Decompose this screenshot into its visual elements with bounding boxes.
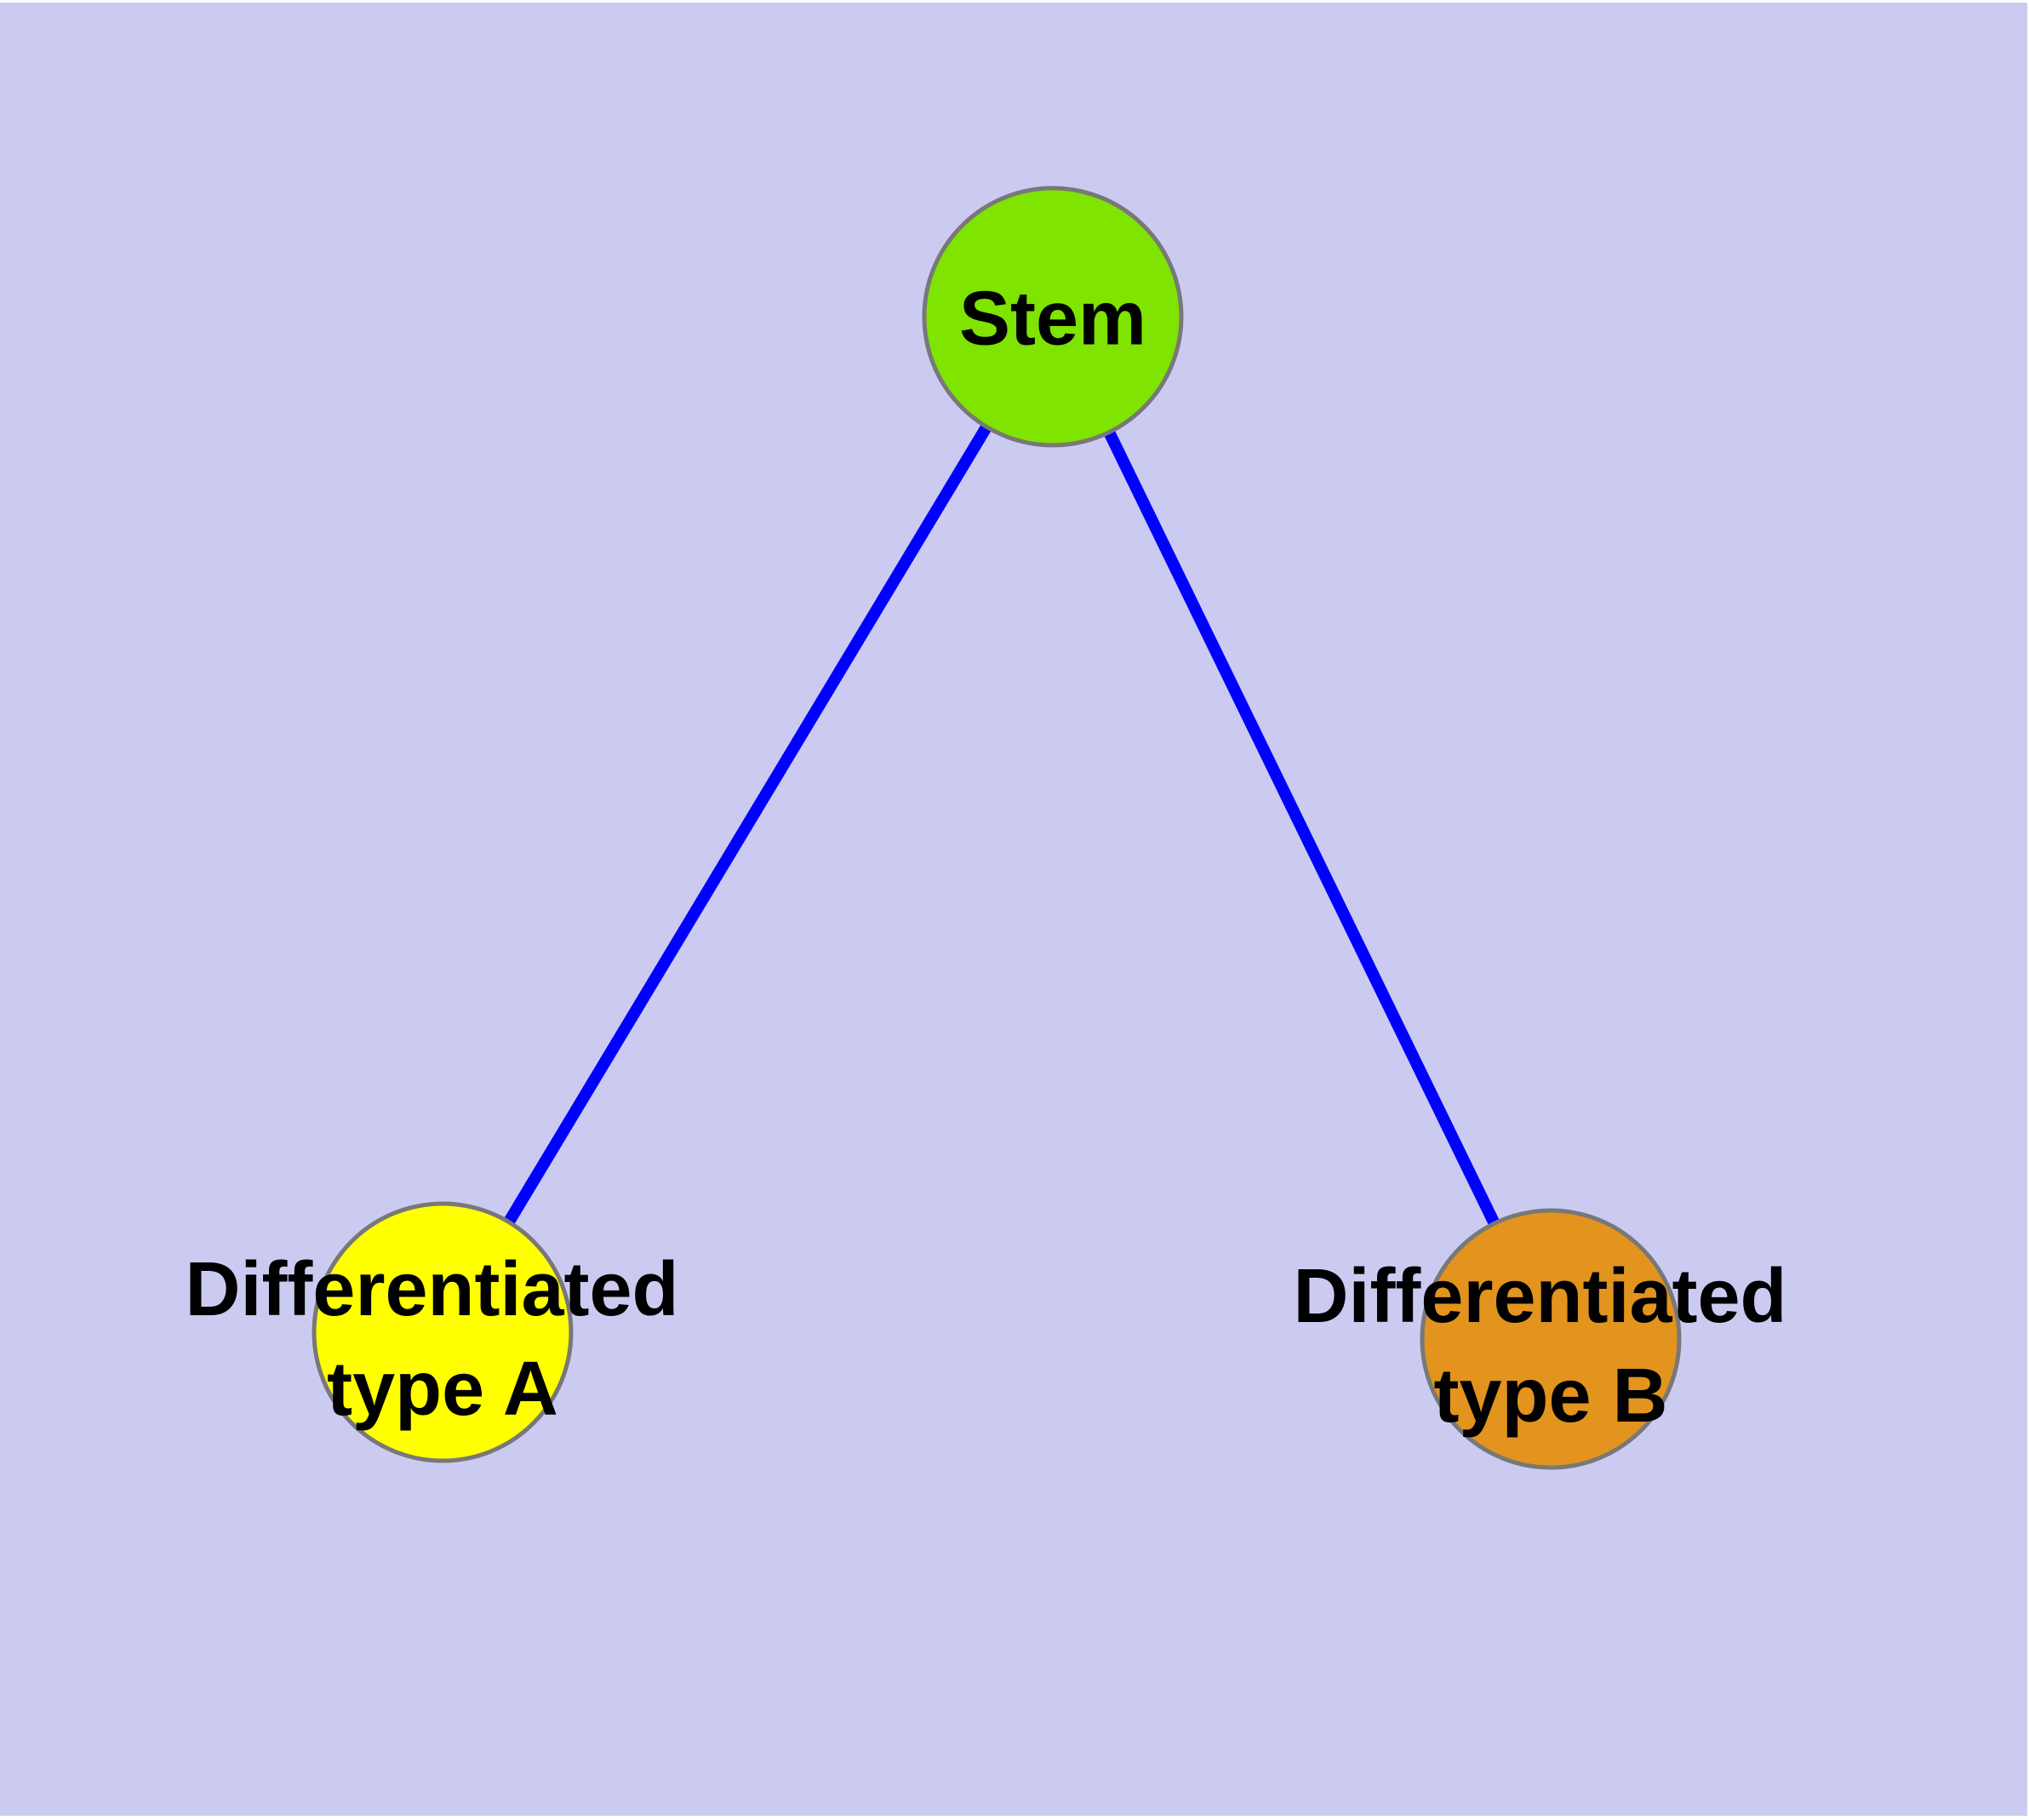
node-differentiated-type-b bbox=[1420, 1208, 1682, 1470]
node-label-typeA-line2: type A bbox=[327, 1347, 558, 1432]
node-label-differentiated-type-b: Differentiated type B bbox=[1293, 1254, 1808, 1439]
edge-stem-to-typeA bbox=[437, 313, 1058, 1336]
node-label-differentiated-type-a: Differentiated type A bbox=[185, 1247, 700, 1432]
node-differentiated-type-a bbox=[311, 1201, 574, 1463]
node-label-typeA-line1: Differentiated bbox=[185, 1247, 678, 1332]
node-label-typeB-line1: Differentiated bbox=[1293, 1254, 1786, 1339]
node-label-stem: Stem bbox=[959, 276, 1146, 361]
node-label-typeB-line2: type B bbox=[1433, 1354, 1667, 1439]
node-stem bbox=[922, 186, 1184, 448]
edge-stem-to-typeB bbox=[1047, 313, 1557, 1342]
